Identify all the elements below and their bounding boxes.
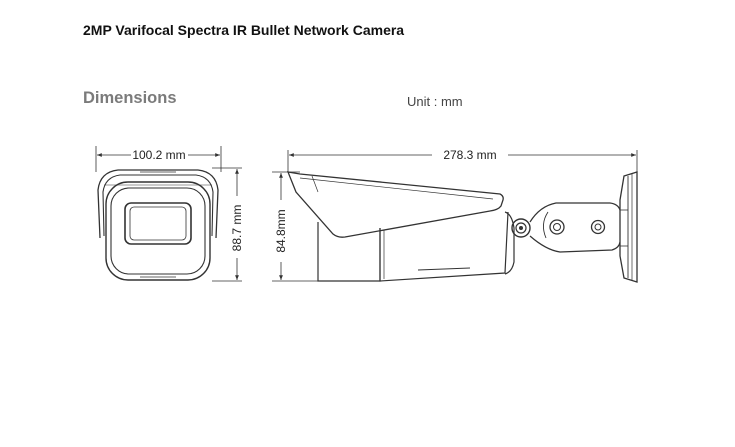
- front-width-label: 100.2 mm: [132, 148, 185, 162]
- unit-label: Unit : mm: [407, 94, 463, 109]
- side-length-label: 278.3 mm: [443, 148, 496, 162]
- side-height-label: 84.8mm: [274, 209, 288, 252]
- front-height-label: 88.7 mm: [230, 205, 244, 252]
- front-view: [95, 146, 242, 282]
- page-title: 2MP Varifocal Spectra IR Bullet Network …: [83, 22, 405, 38]
- side-view: [272, 150, 638, 283]
- section-title: Dimensions: [83, 89, 177, 107]
